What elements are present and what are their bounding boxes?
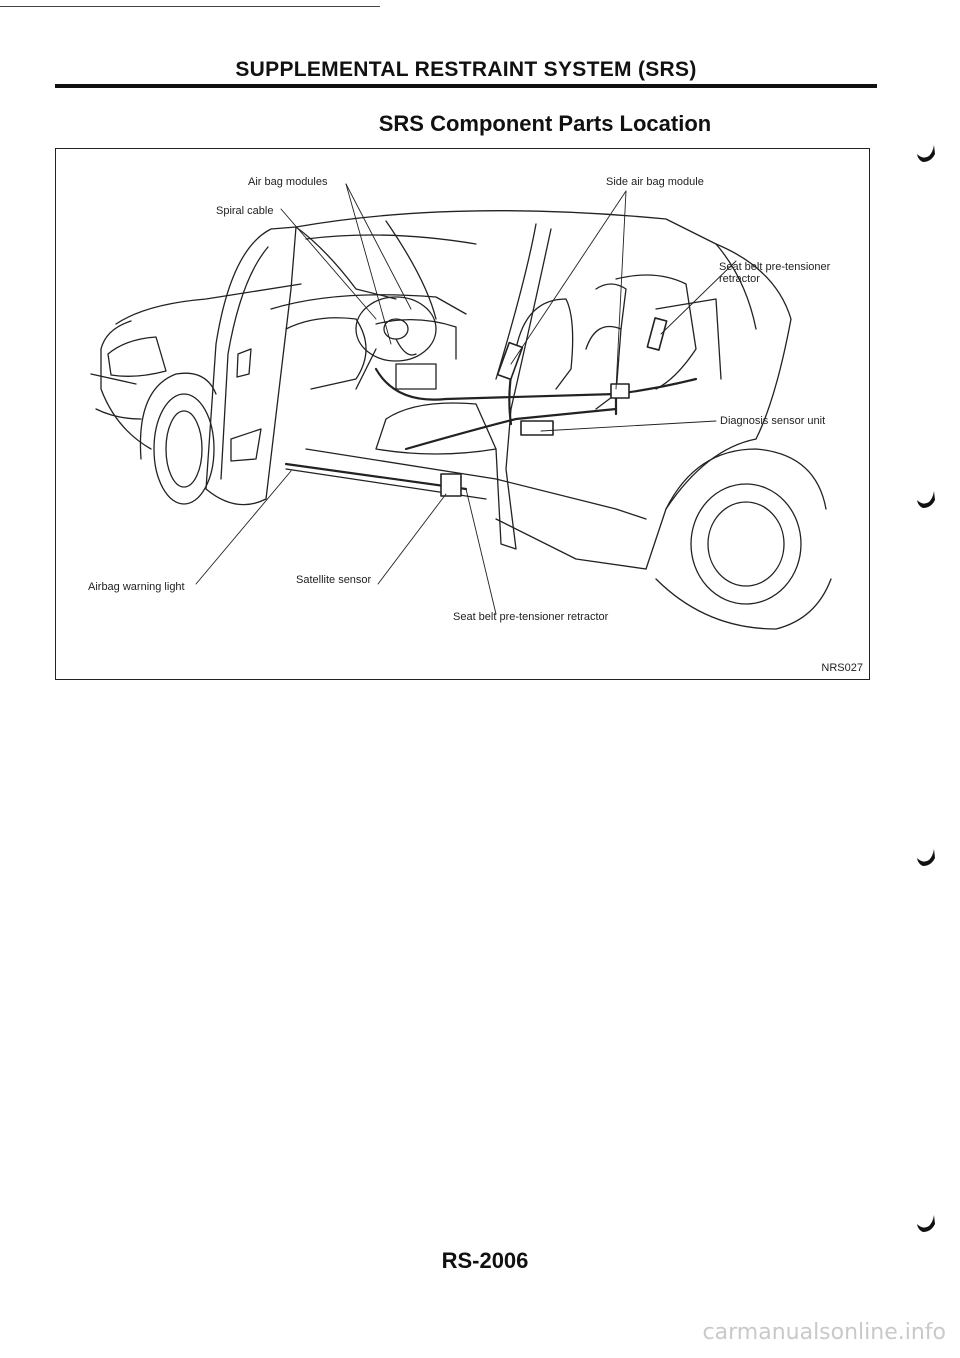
page-title: SRS Component Parts Location xyxy=(378,111,712,136)
rear-wheel xyxy=(655,448,832,630)
label-air-bag-modules: Air bag modules xyxy=(248,176,328,188)
leader-lines xyxy=(195,183,737,615)
car-front-body xyxy=(90,283,302,450)
revision-check-icon xyxy=(917,1215,935,1232)
front-seats xyxy=(375,283,627,455)
scan-edge-line xyxy=(0,6,380,7)
rear-seat xyxy=(615,274,722,390)
front-door xyxy=(205,226,297,506)
label-spiral-cable: Spiral cable xyxy=(216,205,274,217)
label-seat-belt-pretensioner-front: Seat belt pre-tensioner retractor xyxy=(453,611,609,623)
label-seat-belt-pretensioner-rear: Seat belt pre-tensioner retractor xyxy=(719,261,831,285)
label-diagnosis-sensor-unit: Diagnosis sensor unit xyxy=(720,415,826,427)
revision-check-icon xyxy=(917,145,935,162)
car-illustration xyxy=(90,183,832,630)
steering-wheel xyxy=(355,296,437,390)
page-number: RS-2006 xyxy=(441,1248,529,1273)
label-satellite-sensor: Satellite sensor xyxy=(296,574,372,586)
roof-and-pillars xyxy=(295,210,757,550)
front-wheel xyxy=(139,372,217,505)
section-header: SUPPLEMENTAL RESTRAINT SYSTEM (SRS) xyxy=(55,56,877,88)
srs-components xyxy=(440,317,668,497)
srs-harness xyxy=(284,347,698,491)
revision-check-icon xyxy=(917,491,935,508)
watermark[interactable]: carmanualsonline.info xyxy=(702,1320,946,1345)
srs-figure: Air bag modules Spiral cable Side air ba… xyxy=(55,148,870,680)
section-title: SUPPLEMENTAL RESTRAINT SYSTEM (SRS) xyxy=(235,58,697,81)
figure-code: NRS027 xyxy=(821,662,863,674)
label-airbag-warning-light: Airbag warning light xyxy=(88,581,185,593)
revision-check-icon xyxy=(917,849,935,866)
dashboard xyxy=(270,294,467,390)
label-side-air-bag-module: Side air bag module xyxy=(606,176,704,188)
